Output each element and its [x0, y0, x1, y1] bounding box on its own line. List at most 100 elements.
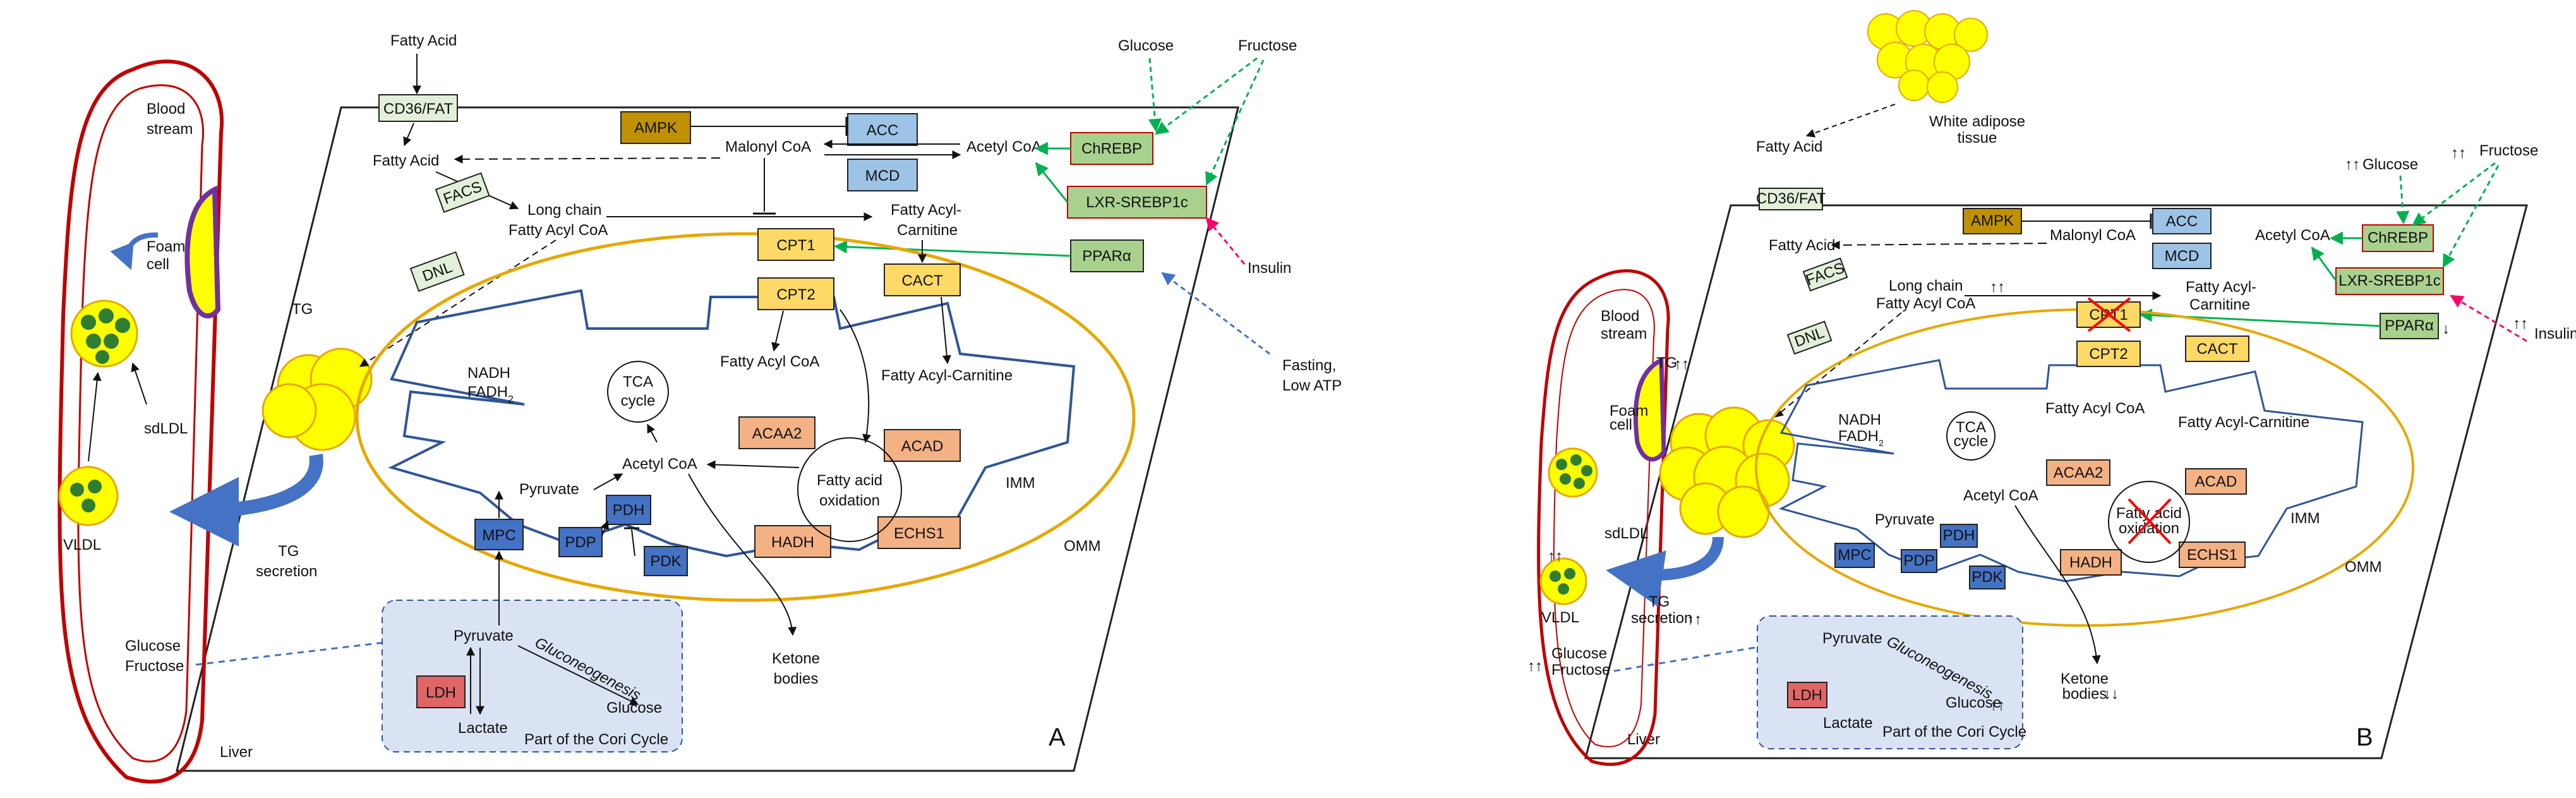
pyruvate-label-b: Pyruvate: [1875, 511, 1935, 528]
cori-label: Part of the Cori Cycle: [524, 731, 668, 748]
acetyl-top-label-b: Acetyl CoA: [2255, 227, 2330, 244]
cd36-label-b: CD36/FAT: [1756, 190, 1826, 207]
cori-cycle-box-b: [1757, 615, 2023, 749]
cori-label-b: Part of the Cori Cycle: [1882, 723, 2026, 741]
liver-border: [176, 106, 1239, 772]
acyl-coa-to-oxidation-arrow: [840, 309, 871, 444]
pyruvate-cori-label: Pyruvate: [454, 627, 514, 644]
hadh-box: [754, 525, 831, 558]
fa-oxidation-cycle: [797, 437, 902, 542]
panel-a: Liver A Blood stream Foam cell sdLDL: [57, 32, 1342, 783]
glucose-fructose-up-arrows: ↑↑: [1527, 658, 1543, 675]
mpc-box-b: [1834, 543, 1875, 568]
malonyl-to-fatty-acid-arrow: [454, 154, 721, 164]
long-chain-label-b-1: Long chain: [1889, 277, 1963, 294]
nadh-label-b: NADH: [1838, 411, 1881, 428]
cd36-label: CD36/FAT: [383, 100, 454, 118]
acetyl-coa-label-b: Acetyl CoA: [1963, 487, 2038, 504]
ldh-label: LDH: [426, 684, 456, 701]
chrebp-label: ChREBP: [1081, 140, 1142, 157]
insulin-arrow: [1205, 217, 1246, 265]
lxr-box: [1067, 186, 1207, 219]
white-adipose-label-2: tissue: [1958, 130, 1997, 147]
ketone-label-2: bodies: [774, 670, 819, 687]
glucose-to-pyruvate-arrow: [195, 629, 450, 666]
tg-secretion-label-2: secretion: [256, 563, 317, 580]
sdldl-arrow: [131, 362, 147, 405]
cpt1-cross-2: [2087, 297, 2131, 332]
acaa2-box-b: [2046, 459, 2110, 486]
long-chain-to-tg-arrow-b: [1774, 312, 1902, 418]
mcd-label: MCD: [865, 167, 900, 184]
ldh-box-b: [1787, 682, 1827, 708]
cpt2-label: CPT2: [776, 286, 815, 303]
acc-label-b: ACC: [2166, 213, 2198, 230]
fatty-acid-top-label: Fatty Acid: [390, 32, 457, 49]
panel-letter-b: B: [2356, 723, 2373, 751]
fa-oxidation-label-1: Fatty acid: [817, 472, 882, 489]
ppara-box: [1070, 239, 1144, 272]
pdp-label-b: PDP: [1903, 552, 1934, 569]
vldl-label: VLDL: [63, 536, 101, 553]
acetyl-top-label: Acetyl CoA: [966, 138, 1042, 155]
panel-letter-a: A: [1049, 723, 1066, 751]
oxidation-to-acetyl-arrow: [706, 460, 800, 469]
cact-box-b: [2185, 336, 2249, 362]
chrebp-box: [1070, 132, 1153, 165]
omm-membrane: [355, 232, 1136, 602]
imm-membrane: [388, 289, 1076, 558]
long-chain-label-b-2: Fatty Acyl CoA: [1876, 295, 1975, 312]
vldl-to-sdldl-arrow: [88, 372, 102, 462]
foam-cell-label-1: Foam: [147, 238, 185, 255]
ketone-down-arrows: ↓↓: [2104, 686, 2119, 703]
lxr-to-acetyl-arrow-b: [2311, 246, 2337, 281]
acc-label: ACC: [867, 122, 899, 139]
blood-stream-label-b-2: stream: [1601, 325, 1647, 342]
pdh-label: PDH: [613, 502, 645, 519]
acetyl-coa-label: Acetyl CoA: [622, 456, 697, 473]
hadh-label: HADH: [771, 534, 814, 551]
ldh-label-b: LDH: [1792, 687, 1822, 704]
cpt2-box: [757, 277, 834, 310]
glucose-label-b: Glucose: [2362, 156, 2418, 173]
cori-cycle-box: [382, 600, 683, 753]
tca-label-1: TCA: [623, 373, 653, 390]
mcd-box-b: [2152, 243, 2212, 269]
lactate-label: Lactate: [458, 720, 508, 737]
cpt1-box: [757, 228, 834, 261]
glucose-fructose-label-b-2: Fructose: [1551, 662, 1610, 679]
fatty-acyl-carnitine-label: Fatty Acyl-Carnitine: [881, 367, 1013, 384]
fructose-to-chrebp-arrow: [1155, 57, 1258, 135]
fatty-acid-top-label-b: Fatty Acid: [1756, 138, 1822, 155]
tca-label-2: cycle: [621, 392, 656, 409]
insulin-label: Insulin: [1248, 260, 1291, 277]
pyruvate-label: Pyruvate: [519, 481, 579, 498]
white-adipose-label-1: White adipose: [1929, 113, 2025, 130]
tg-label-b: TG: [1656, 354, 1677, 372]
tg-secretion-up-arrows: ↑↑: [1687, 611, 1702, 628]
tg-droplet-b: [1659, 406, 1795, 538]
lactate-label-b: Lactate: [1823, 715, 1873, 732]
foam-arrow: [110, 232, 159, 270]
tg-label: TG: [292, 301, 313, 318]
pdp-to-pdh-arrow: [600, 520, 609, 536]
ppara-box-b: [2380, 313, 2439, 339]
vldl-up-arrows: ↑↑: [1548, 548, 1563, 565]
ppara-to-cpt1-arrow: [833, 240, 1071, 257]
cact-label: CACT: [901, 272, 943, 289]
glucose-label: Glucose: [1118, 37, 1174, 54]
sdldl-particle-b: [1548, 447, 1598, 498]
tg-secretion-label-b-2: secretion: [1631, 610, 1692, 627]
long-chain-label-2: Fatty Acyl CoA: [509, 222, 608, 239]
pdk-box: [644, 546, 688, 576]
long-chain-to-tg-arrow: [359, 239, 557, 367]
fatty-acyl-coa-label-b: Fatty Acyl CoA: [2045, 400, 2145, 417]
facs-tag-b: FACS: [1802, 257, 1848, 292]
blood-vessel-b-inner: [1553, 289, 1655, 747]
imm-label-b: IMM: [2290, 510, 2320, 527]
mpc-box: [474, 519, 524, 550]
glucose-fructose-label-1: Glucose: [125, 638, 181, 655]
tg-secretion-label-1: TG: [278, 543, 299, 560]
cpt2-label-b: CPT2: [2089, 346, 2128, 363]
